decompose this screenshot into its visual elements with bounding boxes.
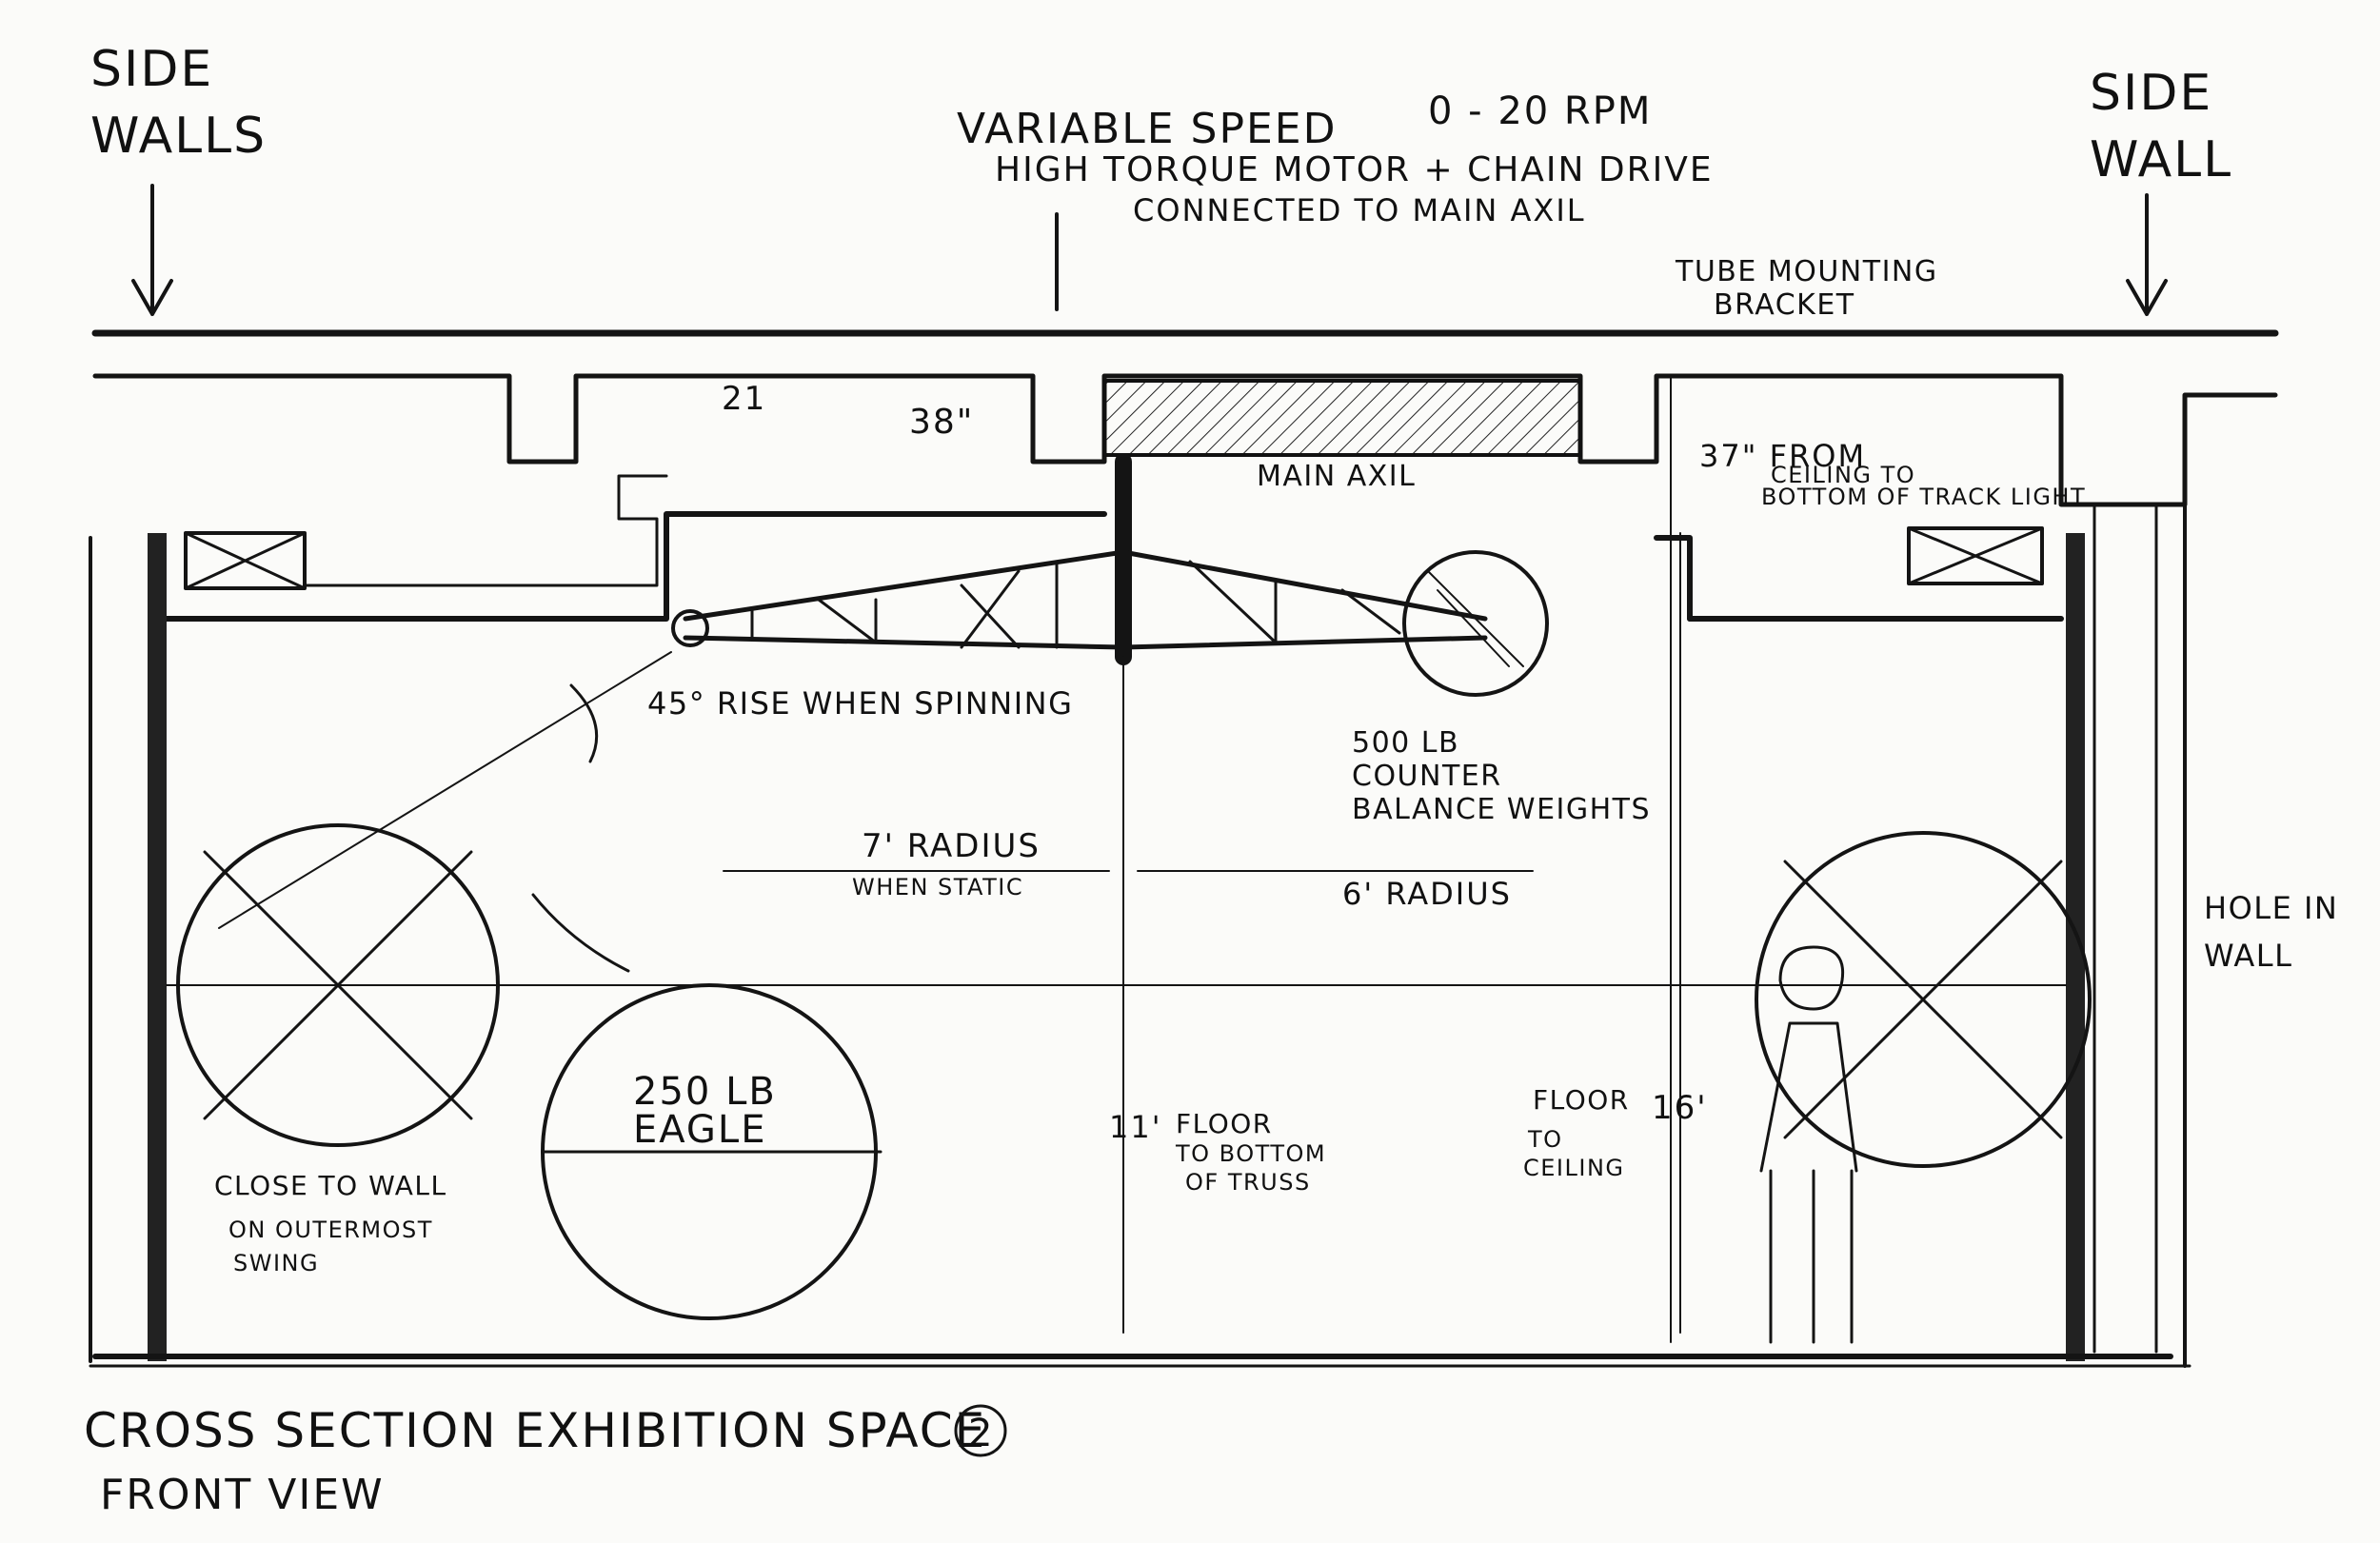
title-line1: CROSS SECTION EXHIBITION SPACE xyxy=(84,1403,986,1458)
side-walls-line2: WALLS xyxy=(90,108,267,165)
eagle-line1: 250 LB xyxy=(633,1070,777,1114)
floor-truss-dim: 11' xyxy=(1109,1109,1162,1145)
hole-line1: HOLE IN xyxy=(2204,890,2338,926)
rpm-label: 0 - 20 RPM xyxy=(1428,89,1652,133)
side-walls xyxy=(89,375,2192,1368)
dim-21: 21 xyxy=(722,380,766,418)
rotating-truss xyxy=(671,453,1549,697)
radius-6-label: 6' RADIUS xyxy=(1342,876,1512,912)
counterweight-line2: COUNTER xyxy=(1352,760,1502,793)
right-swing-circle xyxy=(1755,831,2092,1168)
dim-38: 38" xyxy=(909,403,974,442)
motor-line3: CONNECTED TO MAIN AXIL xyxy=(1133,192,1586,228)
floor-truss-line1: FLOOR xyxy=(1176,1108,1273,1139)
title-line2: FRONT VIEW xyxy=(100,1471,385,1519)
side-wall-line2: WALL xyxy=(2090,131,2232,188)
radius-static-line2: WHEN STATIC xyxy=(852,874,1023,900)
track-light-line2: CEILING TO xyxy=(1771,462,1915,488)
counterbalance-weight xyxy=(1402,550,1549,697)
arrows xyxy=(131,184,2168,316)
title-number: 2 xyxy=(968,1412,994,1455)
annotations: SIDE WALLS SIDE WALL VARIABLE SPEED 0 - … xyxy=(84,41,2338,1519)
floor-truss-line2: TO BOTTOM xyxy=(1175,1140,1326,1167)
close-wall-line1: CLOSE TO WALL xyxy=(214,1170,447,1201)
eagle-line2: EAGLE xyxy=(633,1108,767,1152)
bracket-line2: BRACKET xyxy=(1714,288,1855,322)
ceiling-structure xyxy=(91,329,2279,622)
counterweight-line3: BALANCE WEIGHTS xyxy=(1352,793,1651,826)
close-wall-line3: SWING xyxy=(233,1250,319,1276)
motor-line2: HIGH TORQUE MOTOR + CHAIN DRIVE xyxy=(995,150,1714,189)
close-wall-line2: ON OUTERMOST xyxy=(228,1217,433,1243)
radius-static-line1: 7' RADIUS xyxy=(862,827,1041,865)
side-wall-line1: SIDE xyxy=(2090,65,2212,122)
floor-ceiling-line3: CEILING xyxy=(1523,1155,1625,1181)
rise-label: 45° RISE WHEN SPINNING xyxy=(647,685,1073,722)
side-walls-line1: SIDE xyxy=(90,41,213,98)
track-light-right xyxy=(1907,526,2044,585)
floor-truss-line3: OF TRUSS xyxy=(1185,1169,1311,1196)
track-light-left xyxy=(184,531,307,590)
floor-ceiling-line1: FLOOR xyxy=(1533,1084,1630,1116)
counterweight-line1: 500 LB xyxy=(1352,726,1459,760)
person-silhouette xyxy=(1759,945,1858,1344)
bracket-line1: TUBE MOUNTING xyxy=(1675,255,1938,288)
track-light-line1: 37" FROM xyxy=(1699,438,1866,474)
floor-ceiling-dim: 16' xyxy=(1652,1089,1708,1127)
tube-mounting-bracket xyxy=(1102,379,1582,457)
floor-ceiling-line2: TO xyxy=(1527,1126,1563,1153)
hole-line2: WALL xyxy=(2204,938,2292,974)
motor-line1: VARIABLE SPEED xyxy=(957,105,1337,153)
swing-diagram xyxy=(166,532,2092,1344)
main-axil-label: MAIN AXIL xyxy=(1257,460,1416,493)
track-light-line3: BOTTOM OF TRACK LIGHT xyxy=(1761,484,2086,510)
